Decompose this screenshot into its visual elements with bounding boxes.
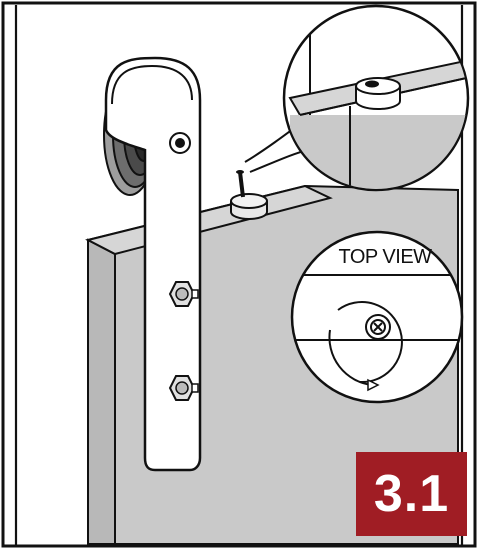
nut-lower <box>168 375 199 401</box>
detail-circle-top-view <box>290 230 464 404</box>
detail-circle-side <box>282 4 470 192</box>
top-view-label: TOP VIEW <box>338 246 432 268</box>
step-number-badge: 3.1 <box>356 452 467 536</box>
hanger-strap <box>103 56 202 472</box>
nut-upper <box>168 281 199 307</box>
screw <box>236 170 245 198</box>
anti-jump-block <box>230 193 268 220</box>
